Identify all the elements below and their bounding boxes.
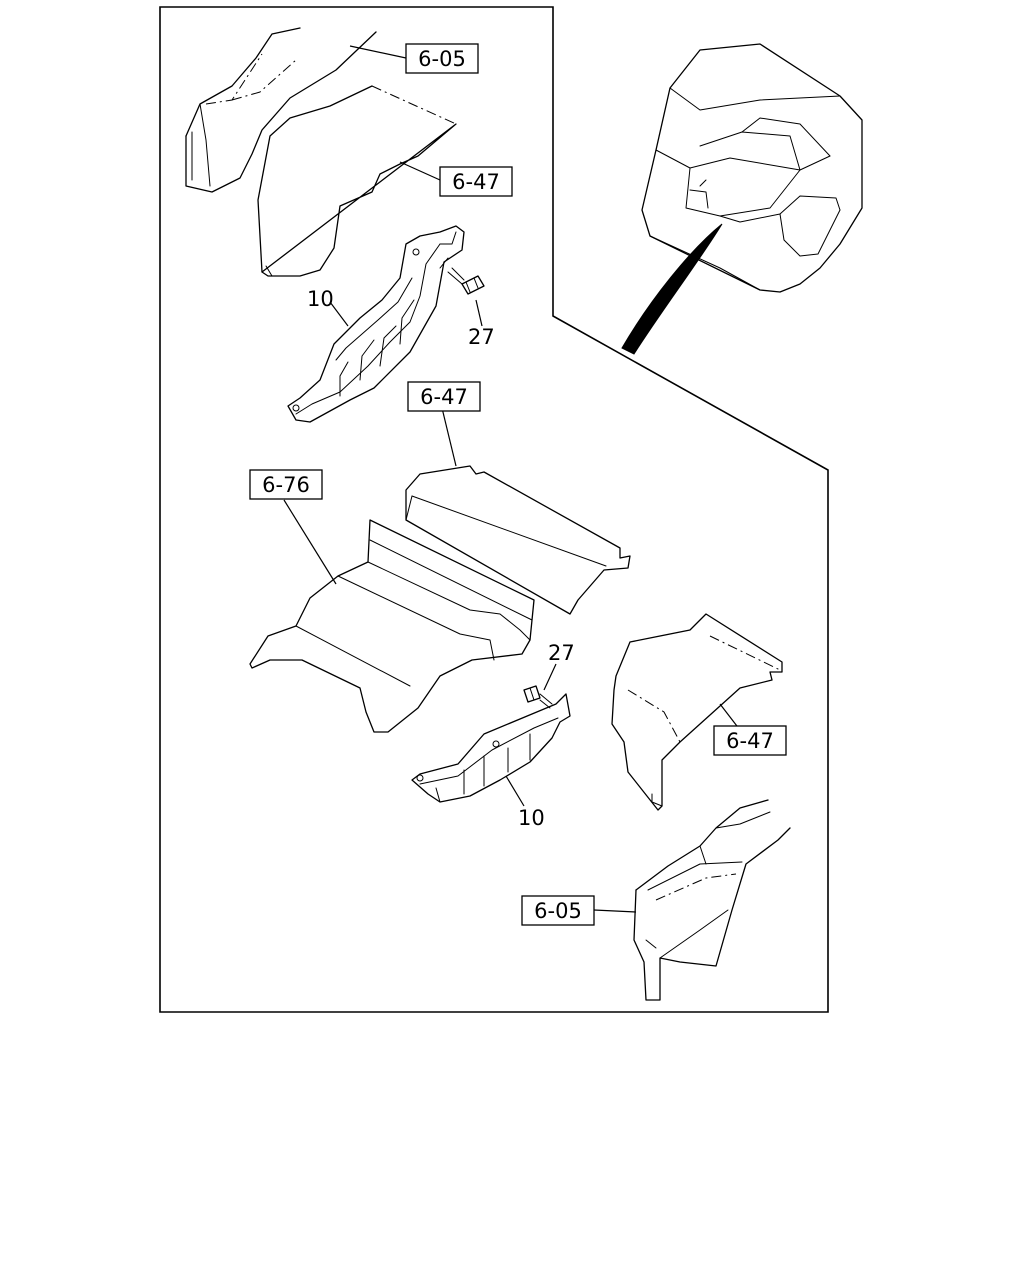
vehicle-overview xyxy=(641,43,863,293)
part-number-27-upper: 27 xyxy=(468,325,495,349)
ref-box-top-605: 6-05 xyxy=(405,43,479,74)
part-number-10-lower: 10 xyxy=(518,806,545,830)
ref-box-bottom-605: 6-05 xyxy=(521,895,595,926)
ref-label: 6-05 xyxy=(534,899,582,923)
part-number-27-lower: 27 xyxy=(548,641,575,665)
part-number-10-upper: 10 xyxy=(307,287,334,311)
ref-label: 6-47 xyxy=(726,729,774,753)
ref-label: 6-47 xyxy=(452,170,500,194)
ref-box-top-647: 6-47 xyxy=(439,166,513,197)
right-inner-panel xyxy=(611,613,783,811)
lower-side-panel xyxy=(633,799,791,1001)
upper-bracket-part-10 xyxy=(287,225,465,423)
diagram-frame xyxy=(159,6,829,1013)
ref-label: 6-47 xyxy=(420,385,468,409)
upper-bolt-part-27 xyxy=(447,267,485,295)
ref-box-mid-647: 6-47 xyxy=(407,381,481,412)
rear-panel xyxy=(405,465,631,615)
leader-lines xyxy=(283,45,741,913)
upper-side-panel xyxy=(185,27,377,193)
locator-arrow xyxy=(621,223,723,355)
floor-panel xyxy=(249,519,535,733)
ref-box-676: 6-76 xyxy=(249,469,323,500)
ref-label: 6-76 xyxy=(262,473,310,497)
lower-bracket-part-10 xyxy=(411,693,571,803)
upper-inner-panel xyxy=(257,85,457,277)
lower-bolt-part-27 xyxy=(523,685,553,709)
ref-label: 6-05 xyxy=(418,47,466,71)
ref-box-right-647: 6-47 xyxy=(713,725,787,756)
